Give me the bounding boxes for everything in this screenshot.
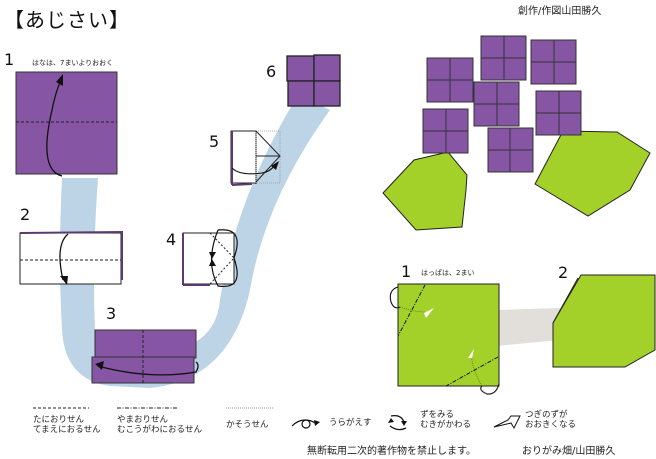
legend-rotate-line2: むきがかわる: [420, 420, 472, 430]
leaf-step-1-diagram: [389, 283, 500, 395]
flower-step-1-number: 1: [4, 50, 15, 69]
flower-step-4-diagram: [182, 229, 238, 288]
legend-mountain-fold-line2: むこうがわにおるせん: [117, 425, 203, 435]
flower-step-1-diagram: [15, 71, 118, 177]
legend-mountain-fold: やまおりせん むこうがわにおるせん: [117, 415, 202, 435]
legend-valley-fold-line2: てまえにおるせん: [33, 425, 101, 435]
page-title: 【あじさい】: [4, 8, 130, 32]
flower-step-3-number: 3: [106, 304, 117, 323]
legend-symbols: [33, 407, 521, 431]
leaf-right: [534, 130, 651, 217]
legend-mountain-fold-line1: やまおりせん: [117, 415, 169, 425]
flower-step-4-number: 4: [166, 230, 177, 249]
legend-hidden-line: かそうせん: [226, 420, 269, 430]
flower-step-2-number: 2: [20, 205, 31, 224]
flower-step-6-number: 6: [266, 62, 277, 81]
flower-step-2-diagram: [19, 231, 124, 285]
leaf-step-2-diagram: [552, 274, 656, 368]
turn-over-icon: [291, 419, 320, 429]
rotate-icon: [388, 414, 407, 431]
creator-credit: 創作/作図山田勝久: [518, 6, 602, 17]
legend-turn-over: うらがえす: [329, 418, 372, 428]
step-flow-path: [60, 95, 330, 388]
footer-author: おりがみ畑/山田勝久: [522, 446, 616, 457]
legend-enlarge-line1: つぎのずが: [525, 410, 568, 420]
legend-turn-over-label: うらがえす: [329, 418, 372, 428]
flower-step-6-diagram: [286, 54, 341, 107]
leaf-step-1-note: はっぱは、2まい: [421, 269, 475, 277]
legend-valley-fold: たにおりせん てまえにおるせん: [33, 415, 101, 435]
copyright-notice: 無断転用二次的著作物を禁止します。: [307, 446, 476, 457]
legend-rotate: ずをみる むきがかわる: [420, 410, 471, 430]
flower-step-1-note: はなは、7まいよりおおく: [32, 59, 114, 67]
flower-step-3-diagram: [91, 329, 199, 384]
leaf-step-1-number: 1: [401, 262, 412, 281]
flower-step-5-number: 5: [209, 132, 220, 151]
finished-hydrangea: [382, 35, 651, 231]
legend-hidden-line-line1: かそうせん: [226, 420, 269, 430]
flower-step-5-diagram: [230, 130, 281, 186]
leaf-left: [382, 151, 468, 231]
legend-enlarge-line2: おおきくなる: [525, 420, 577, 430]
leaf-flow-path: [496, 308, 560, 346]
legend-enlarge: つぎのずが おおきくなる: [525, 410, 576, 430]
legend-valley-fold-line1: たにおりせん: [33, 415, 85, 425]
enlarge-icon: [493, 415, 521, 430]
leaf-step-2-number: 2: [558, 263, 569, 282]
legend-rotate-line1: ずをみる: [420, 410, 455, 420]
